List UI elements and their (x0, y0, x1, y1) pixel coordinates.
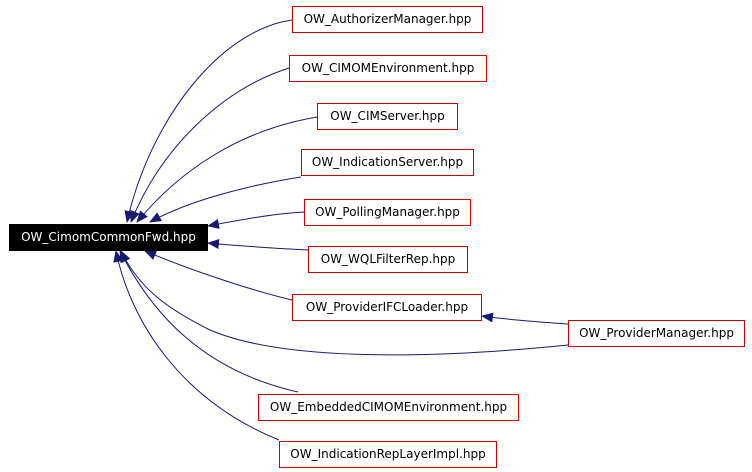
node-cimom-environment[interactable]: OW_CIMOMEnvironment.hpp (289, 55, 487, 82)
edge-providerifc-to-root (144, 250, 293, 301)
node-polling-manager[interactable]: OW_PollingManager.hpp (304, 199, 471, 226)
node-cim-server[interactable]: OW_CIMServer.hpp (317, 103, 458, 130)
edge-authorizer-to-root (124, 19, 293, 223)
node-provider-manager[interactable]: OW_ProviderManager.hpp (568, 320, 745, 347)
edge-indicationrep-to-root (113, 250, 280, 441)
edge-wqlfilter-to-root (207, 239, 309, 251)
edge-providermgr-to-root (120, 250, 569, 356)
edge-providermgr-to-providerifc (481, 312, 569, 325)
node-authorizer-manager[interactable]: OW_AuthorizerManager.hpp (292, 6, 483, 33)
root-node-cimomcommonfwd: OW_CimomCommonFwd.hpp (9, 224, 208, 251)
node-indication-rep-layer-impl[interactable]: OW_IndicationRepLayerImpl.hpp (279, 441, 497, 468)
edge-cimomenv-to-root (130, 67, 290, 223)
edge-cimserver-to-root (136, 116, 318, 223)
node-indication-server[interactable]: OW_IndicationServer.hpp (301, 149, 474, 176)
edge-polling-to-root (207, 211, 305, 229)
edge-embedded-to-root (119, 250, 299, 393)
node-provider-ifc-loader[interactable]: OW_ProviderIFCLoader.hpp (292, 294, 482, 321)
node-embedded-cimom-environment[interactable]: OW_EmbeddedCIMOMEnvironment.hpp (258, 394, 519, 421)
edge-indicationserver-to-root (149, 176, 302, 223)
node-wql-filter-rep[interactable]: OW_WQLFilterRep.hpp (308, 246, 468, 273)
